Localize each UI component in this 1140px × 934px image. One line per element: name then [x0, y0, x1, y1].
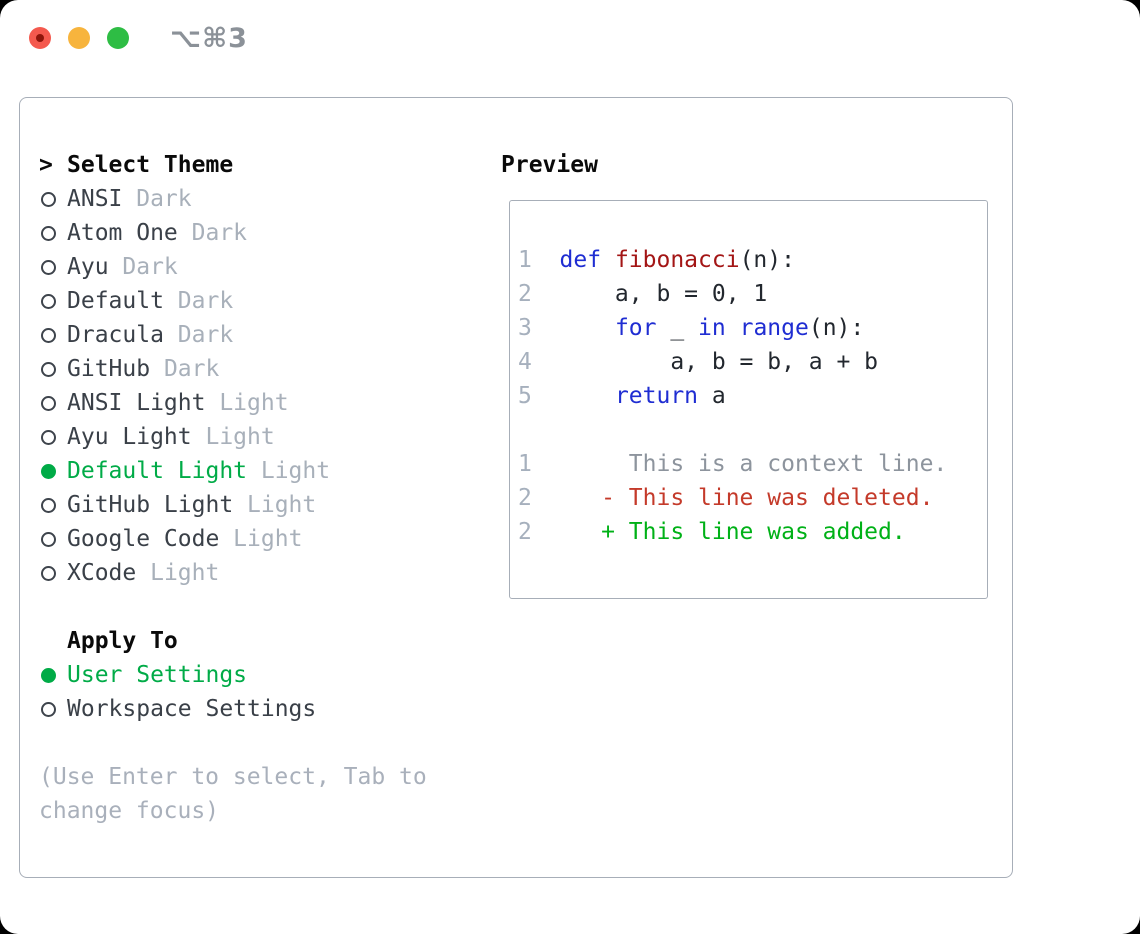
apply-option-user-settings[interactable]: User Settings	[39, 658, 501, 692]
theme-variant-tag: Light	[247, 458, 331, 484]
theme-variant-tag: Light	[233, 492, 317, 518]
theme-name: Ayu Light	[67, 424, 192, 450]
help-text: (Use Enter to select, Tab to change focu…	[39, 760, 501, 828]
radio-icon	[39, 395, 67, 411]
radio-icon	[39, 429, 67, 445]
theme-name: Ayu	[67, 254, 109, 280]
theme-name: ANSI	[67, 186, 123, 212]
theme-variant-tag: Dark	[122, 186, 192, 212]
preview-line: 2 a, b = 0, 1	[518, 281, 768, 307]
apply-to-heading: Apply To	[39, 624, 501, 658]
theme-option-default[interactable]: Default Dark	[39, 284, 501, 318]
preview-box: 1 def fibonacci(n): 2 a, b = 0, 1 3 for _ …	[509, 200, 988, 599]
preview-panel: Preview 1 def fibonacci(n): 2 a, b = 0, 1…	[501, 148, 1012, 877]
preview-line: 3 for _ in range(n):	[518, 315, 865, 341]
radio-icon	[39, 327, 67, 343]
minimize-button[interactable]	[68, 27, 90, 49]
theme-option-ayu-light[interactable]: Ayu Light Light	[39, 420, 501, 454]
theme-variant-tag: Light	[136, 560, 220, 586]
theme-name: GitHub Light	[67, 492, 234, 518]
radio-icon	[39, 565, 67, 581]
preview-line: 2 - This line was deleted.	[518, 485, 934, 511]
theme-variant-tag: Light	[219, 526, 303, 552]
zoom-button[interactable]	[107, 27, 129, 49]
theme-name: XCode	[67, 560, 137, 586]
theme-option-github-light[interactable]: GitHub Light Light	[39, 488, 501, 522]
theme-option-ansi-light[interactable]: ANSI Light Light	[39, 386, 501, 420]
radio-icon	[39, 497, 67, 513]
theme-name: ANSI Light	[67, 390, 206, 416]
radio-icon	[39, 293, 67, 309]
radio-icon	[39, 225, 67, 241]
radio-icon	[39, 531, 67, 547]
theme-option-ayu[interactable]: Ayu Dark	[39, 250, 501, 284]
theme-name: GitHub	[67, 356, 151, 382]
preview-line: 5 return a	[518, 383, 726, 409]
apply-option-label: User Settings	[67, 662, 248, 688]
theme-option-xcode[interactable]: XCode Light	[39, 556, 501, 590]
theme-variant-tag: Dark	[177, 220, 248, 246]
titlebar: ⌥⌘3	[0, 0, 1140, 76]
radio-icon	[39, 701, 67, 717]
help-line-1: (Use Enter to select, Tab to	[39, 764, 427, 790]
theme-option-atom-one[interactable]: Atom One Dark	[39, 216, 501, 250]
theme-variant-tag: Dark	[108, 254, 178, 280]
focus-caret-icon: >	[39, 152, 53, 178]
theme-option-google-code[interactable]: Google Code Light	[39, 522, 501, 556]
help-line-2: change focus)	[39, 798, 220, 824]
select-theme-heading: > Select Theme	[39, 148, 501, 182]
theme-variant-tag: Light	[191, 424, 275, 450]
theme-option-dracula[interactable]: Dracula Dark	[39, 318, 501, 352]
select-theme-title: Select Theme	[67, 152, 234, 178]
theme-name: Atom One	[67, 220, 178, 246]
apply-option-label: Workspace Settings	[67, 696, 317, 722]
theme-option-default-light[interactable]: Default Light Light	[39, 454, 501, 488]
apply-to-title: Apply To	[67, 628, 178, 654]
theme-option-github[interactable]: GitHub Dark	[39, 352, 501, 386]
close-button[interactable]	[29, 27, 51, 49]
preview-title: Preview	[501, 152, 598, 178]
theme-name: Default	[67, 288, 164, 314]
radio-icon	[39, 361, 67, 377]
preview-line: 1 def fibonacci(n):	[518, 247, 795, 273]
theme-name: Google Code	[67, 526, 220, 552]
radio-selected-icon	[39, 463, 67, 479]
preview-line: 1 This is a context line.	[518, 451, 948, 477]
radio-icon	[39, 259, 67, 275]
theme-variant-tag: Dark	[150, 356, 220, 382]
keyboard-shortcut-label: ⌥⌘3	[170, 22, 248, 54]
theme-name: Default Light	[67, 458, 248, 484]
theme-variant-tag: Dark	[163, 288, 234, 314]
radio-icon	[39, 191, 67, 207]
radio-selected-icon	[39, 667, 67, 683]
preview-line: 4 a, b = b, a + b	[518, 349, 879, 375]
apply-option-workspace-settings[interactable]: Workspace Settings	[39, 692, 501, 726]
preview-line	[518, 413, 987, 447]
preview-line: 2 + This line was added.	[518, 519, 906, 545]
theme-option-ansi[interactable]: ANSI Dark	[39, 182, 501, 216]
theme-variant-tag: Light	[205, 390, 289, 416]
theme-name: Dracula	[67, 322, 164, 348]
theme-variant-tag: Dark	[163, 322, 234, 348]
